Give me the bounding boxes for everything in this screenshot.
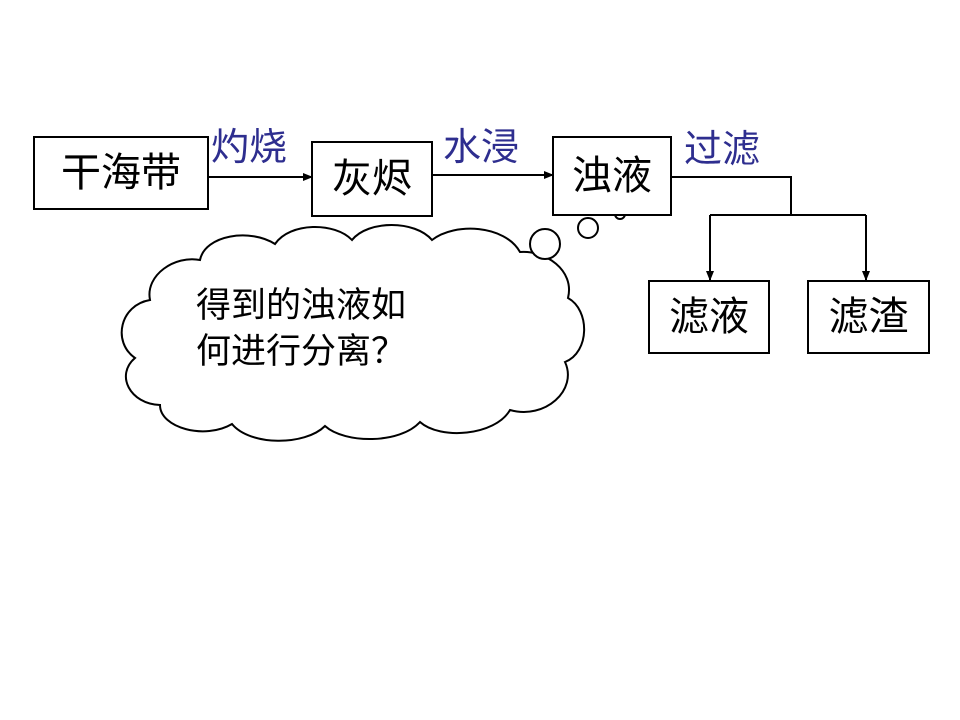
filter-branch-line: [671, 176, 792, 215]
thought-line-2: 何进行分离？: [196, 332, 407, 372]
step-label-filter: 过滤: [684, 127, 761, 171]
thought-bubble-large: [529, 228, 561, 260]
step-label-soak: 水浸: [443, 125, 520, 169]
thought-cloud: [120, 208, 626, 442]
node-filtrate: 滤液: [648, 280, 770, 354]
step-label-burn: 灼烧: [211, 125, 288, 169]
thought-text: 得到的浊液如 何进行分离？: [196, 283, 496, 375]
thought-line-1: 得到的浊液如: [196, 286, 407, 326]
thought-bubble-medium: [577, 217, 599, 239]
node-turbid: 浊液: [552, 136, 672, 216]
node-residue: 滤渣: [807, 280, 930, 354]
node-seaweed: 干海带: [33, 136, 209, 210]
node-ash: 灰烬: [311, 141, 433, 217]
